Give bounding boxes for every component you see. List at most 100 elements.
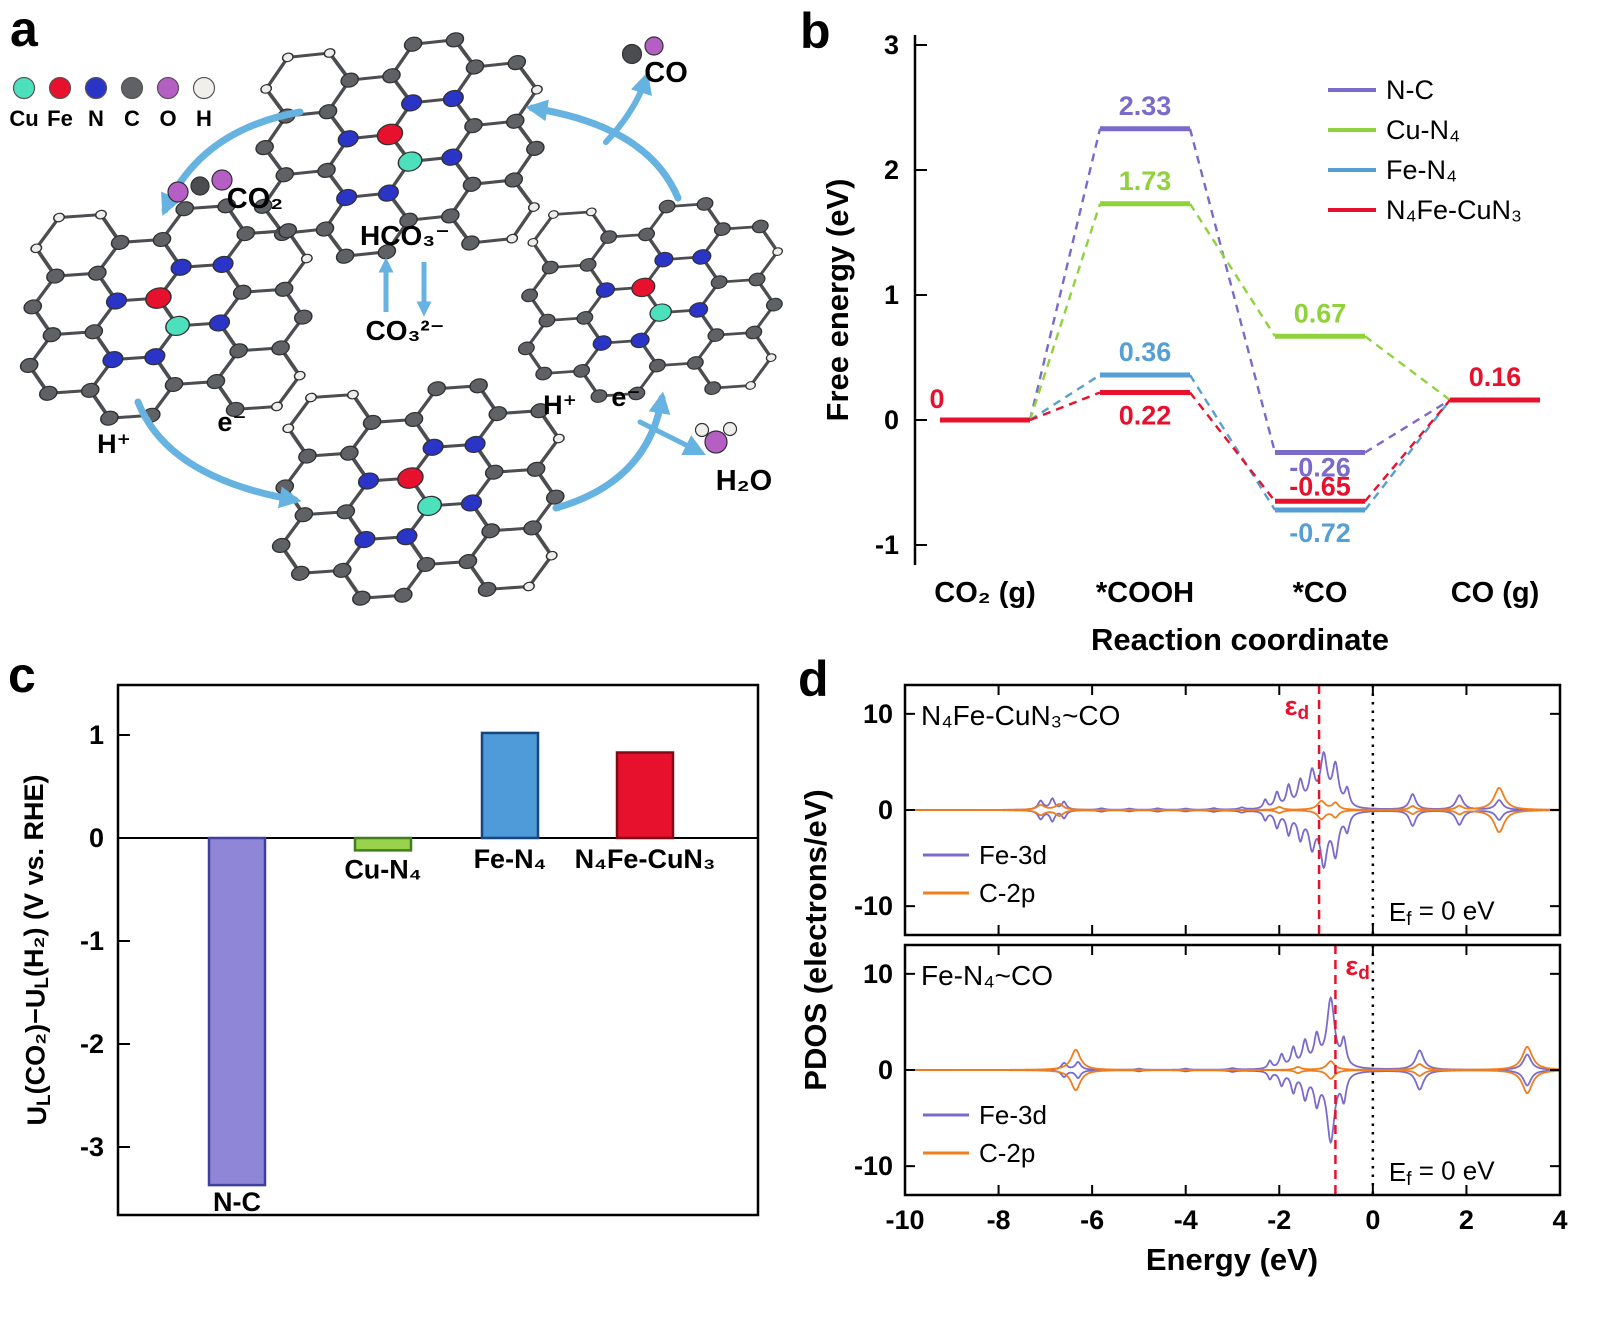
tspan-shape: -2 (1267, 1205, 1291, 1235)
atom-H (270, 401, 283, 412)
atom-C (335, 248, 355, 264)
tspan-shape: Cu-N₄ (1386, 115, 1460, 145)
y-tick-label: -3 (80, 1132, 104, 1162)
atom-C (290, 565, 310, 581)
atom-C (704, 381, 722, 395)
atom-C (465, 59, 485, 75)
tspan-shape: H (196, 106, 212, 131)
atom-N (442, 89, 464, 108)
bar-N-C (207, 836, 267, 1187)
tspan-shape: N (88, 106, 104, 131)
atom-N (630, 332, 650, 349)
y-tick-label: 10 (863, 699, 893, 729)
atom-C (576, 311, 594, 325)
value-label: -0.26 (1289, 453, 1351, 483)
x-category-label: CO (g) (1451, 577, 1540, 609)
legend-label: Cu-N₄ (1386, 115, 1460, 145)
atom-N (377, 184, 399, 202)
tspan-shape: *COOH (1096, 577, 1194, 609)
tspan-shape: f (1406, 909, 1412, 930)
value-label: 2.33 (1119, 91, 1172, 121)
panel-c-letter: c (8, 647, 36, 703)
bond (275, 375, 302, 408)
co-label: CO (644, 57, 688, 89)
epsilon-d-label: εd (1285, 691, 1309, 724)
bar-N₄Fe-CuN₃ (615, 751, 675, 840)
atom-H (530, 84, 543, 95)
atom-Fe (145, 287, 172, 309)
atom-C (573, 364, 591, 378)
atom-N (337, 130, 359, 148)
atom-C (538, 313, 556, 328)
atom-C (579, 258, 597, 272)
x-tick-label: -10 (885, 1205, 924, 1235)
tspan-shape: L (34, 1094, 55, 1106)
y-tick-label: 0 (878, 1055, 893, 1085)
atom-C (164, 376, 184, 393)
atom-C (427, 381, 447, 397)
atom-C (469, 378, 488, 394)
x-tick-label: -4 (1174, 1205, 1198, 1235)
atom-H (545, 550, 558, 561)
tspan-shape: 2 (884, 155, 899, 185)
tspan-shape: -6 (1080, 1205, 1104, 1235)
atom-C (458, 554, 478, 570)
atom-legend-label-C: C (124, 106, 140, 131)
atom-H (522, 581, 535, 592)
tspan-shape: 0 (884, 405, 899, 435)
y-tick-label: 0 (878, 795, 893, 825)
molecule-flake (253, 32, 545, 264)
h2o-molecule-atom-H (722, 421, 738, 437)
atom-legend-swatch-C (120, 76, 144, 100)
co-molecule-atom-O (644, 36, 664, 56)
atom-C (535, 366, 553, 381)
molecule-flake (271, 378, 565, 606)
atom-C (340, 72, 359, 88)
tspan-shape: E (1389, 897, 1406, 927)
tspan-shape: 2 (1459, 1205, 1474, 1235)
atom-C (600, 230, 618, 244)
atom-N (144, 348, 166, 366)
x-tick-label: 2 (1459, 1205, 1474, 1235)
h2o-label: H₂O (716, 465, 772, 497)
y-tick-label: -1 (875, 530, 899, 560)
value-label: 0.36 (1119, 337, 1172, 367)
atom-H (527, 202, 540, 212)
y-tick-label: 10 (863, 959, 893, 989)
tspan-shape: N₄Fe-CuN₃ (1386, 195, 1522, 225)
atom-C (441, 208, 460, 224)
tspan-shape: N₄Fe-CuN₃ (575, 844, 716, 874)
atom-H (281, 52, 294, 63)
atom-C (294, 507, 314, 523)
co2-molecule-atom-O (211, 169, 233, 191)
d-x-axis-title: Energy (eV) (1146, 1242, 1318, 1277)
bar-Fe-N₄ (480, 731, 540, 840)
h-plus-right-label: H⁺ (543, 390, 577, 420)
y-tick-label: 1 (89, 720, 104, 750)
panel-a-letter: a (10, 1, 38, 57)
pdos-curve-up-Fe-3d (905, 996, 1560, 1071)
cycle-arrow-right-to-top (525, 99, 682, 202)
atom-Cu (417, 495, 443, 517)
tspan-shape: -3 (80, 1132, 104, 1162)
atom-Fe (376, 123, 404, 146)
atom-C (275, 479, 295, 495)
atom-N (336, 188, 358, 207)
atom-legend-swatch-Cu (12, 76, 36, 100)
atom-legend-label-Fe: Fe (47, 106, 73, 131)
y-tick-label: -10 (854, 1151, 893, 1181)
atom-H (765, 353, 777, 363)
h2o-molecule-atom-H (694, 422, 710, 438)
legend-label: C-2p (979, 878, 1035, 908)
connector-Fe-N₄ (1188, 374, 1277, 511)
atom-C (298, 448, 317, 464)
tspan-shape: Fe-3d (979, 840, 1047, 870)
atom-legend-label-H: H (196, 106, 212, 131)
tspan-shape: 1.73 (1119, 166, 1172, 196)
atom-C (232, 284, 252, 300)
bond (553, 210, 592, 216)
connector-Cu-N₄ (1364, 335, 1451, 401)
bond (527, 555, 554, 588)
